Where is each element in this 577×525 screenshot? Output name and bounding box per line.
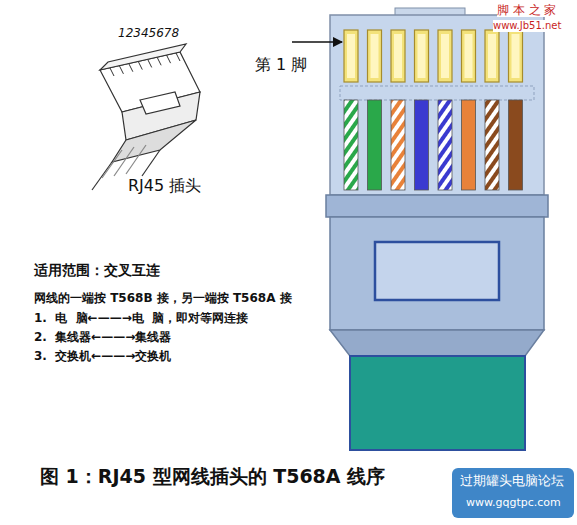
note-text: 网线的一端按 T568B 接，另一端按 T568A 接 xyxy=(34,291,292,305)
wire xyxy=(391,100,405,190)
wire xyxy=(485,100,499,190)
contact-pin xyxy=(438,30,452,82)
small-pin xyxy=(167,55,171,63)
note-text: 适用范围：交叉互连 xyxy=(34,262,160,279)
watermark: 脚 本 之 家 xyxy=(497,3,556,17)
note-text: 2. 集线器←——→集线器 xyxy=(34,330,171,344)
small-plug xyxy=(92,44,200,190)
small-pin xyxy=(176,53,180,61)
contact-highlight xyxy=(371,34,379,78)
contact-pin xyxy=(368,30,382,82)
wire xyxy=(368,100,382,190)
contact-highlight xyxy=(347,34,355,78)
wire xyxy=(438,100,452,190)
contact-pin xyxy=(509,30,523,82)
small-pin xyxy=(110,68,114,76)
contact-highlight xyxy=(441,34,449,78)
watermark: 过期罐头电脑论坛 xyxy=(460,473,564,489)
watermark: www.Jb51.net xyxy=(493,20,561,32)
pin1-leader xyxy=(292,41,342,43)
pin-numbers: 12345678 xyxy=(118,26,179,40)
contact-pin xyxy=(485,30,499,82)
wire xyxy=(509,100,523,190)
wire xyxy=(462,100,476,190)
contact-pin xyxy=(344,30,358,82)
note-text: 1. 电 脑←——→电 脑，即对等网连接 xyxy=(34,311,248,325)
note-text: 3. 交换机←——→交换机 xyxy=(34,349,171,363)
small-pin xyxy=(129,64,133,72)
contact-highlight xyxy=(394,34,402,78)
contact-highlight xyxy=(418,34,426,78)
contact-pin xyxy=(415,30,429,82)
note-text: 第 1 脚 xyxy=(255,55,307,74)
contact-highlight xyxy=(465,34,473,78)
contact-pin xyxy=(462,30,476,82)
contact-pin xyxy=(391,30,405,82)
small-pin xyxy=(148,59,152,67)
note-text: RJ45 插头 xyxy=(128,176,201,195)
watermark: www.gqgtpc.com xyxy=(466,496,561,509)
contact-highlight xyxy=(488,34,496,78)
small-pin xyxy=(138,62,142,70)
watermark-badge xyxy=(452,468,574,518)
figure-caption: 图 1：RJ45 型网线插头的 T568A 线序 xyxy=(40,465,385,488)
small-pin xyxy=(157,57,161,65)
big-plug xyxy=(326,8,548,450)
wire xyxy=(344,100,358,190)
wire xyxy=(415,100,429,190)
contact-highlight xyxy=(512,34,520,78)
small-pin xyxy=(119,66,123,74)
